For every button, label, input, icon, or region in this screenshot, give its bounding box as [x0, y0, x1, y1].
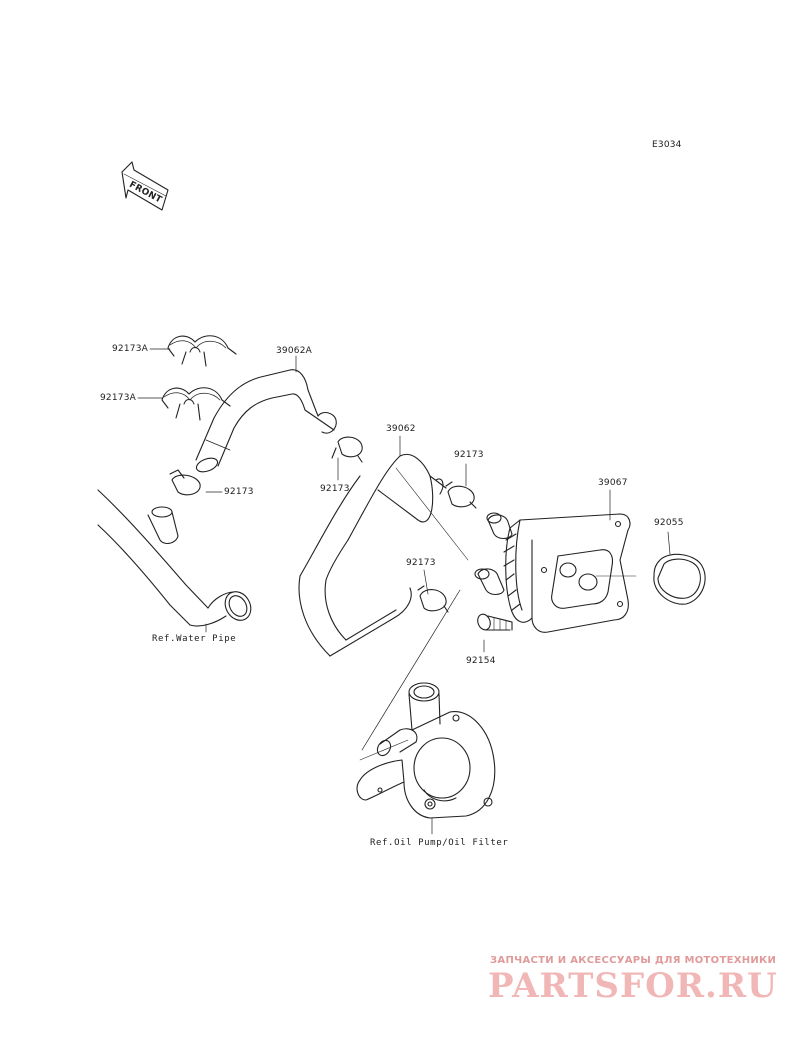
oil-cooler-39067	[474, 512, 637, 633]
label-92173a-upper: 92173A	[112, 344, 148, 354]
hose-39062a	[195, 369, 337, 473]
oil-pump	[356, 682, 496, 819]
clamp-92173a-upper	[167, 335, 237, 367]
clamp-92173-right	[445, 481, 477, 509]
ref-oil-pump: Ref.Oil Pump/Oil Filter	[370, 838, 509, 848]
label-39062: 39062	[386, 424, 416, 434]
clamp-92173-mid	[331, 436, 363, 463]
label-92173-left: 92173	[224, 487, 254, 497]
label-92173a-lower: 92173A	[100, 393, 136, 403]
clamp-92173a-lower	[161, 387, 231, 421]
water-pipe	[97, 489, 252, 627]
watermark-tagline: ЗАПЧАСТИ И АКСЕССУАРЫ ДЛЯ МОТОТЕХНИКИ	[490, 955, 777, 966]
front-arrow-icon	[121, 161, 169, 211]
bolt-92154	[477, 613, 513, 631]
oring-92055	[653, 553, 706, 605]
ref-water-pipe: Ref.Water Pipe	[152, 634, 237, 644]
label-92173-lower: 92173	[406, 558, 436, 568]
diagram-code: E3034	[652, 140, 682, 150]
clamp-92173-left	[169, 469, 201, 496]
leader-lines	[137, 348, 671, 835]
label-39067: 39067	[598, 478, 628, 488]
label-92173-right: 92173	[454, 450, 484, 460]
label-92055: 92055	[654, 518, 684, 528]
label-92173-mid: 92173	[320, 484, 350, 494]
clamp-92173-lower	[417, 585, 449, 613]
label-39062a: 39062A	[276, 346, 312, 356]
watermark-logo: PARTSFOR.RU	[488, 966, 778, 1006]
label-92154: 92154	[466, 656, 496, 666]
